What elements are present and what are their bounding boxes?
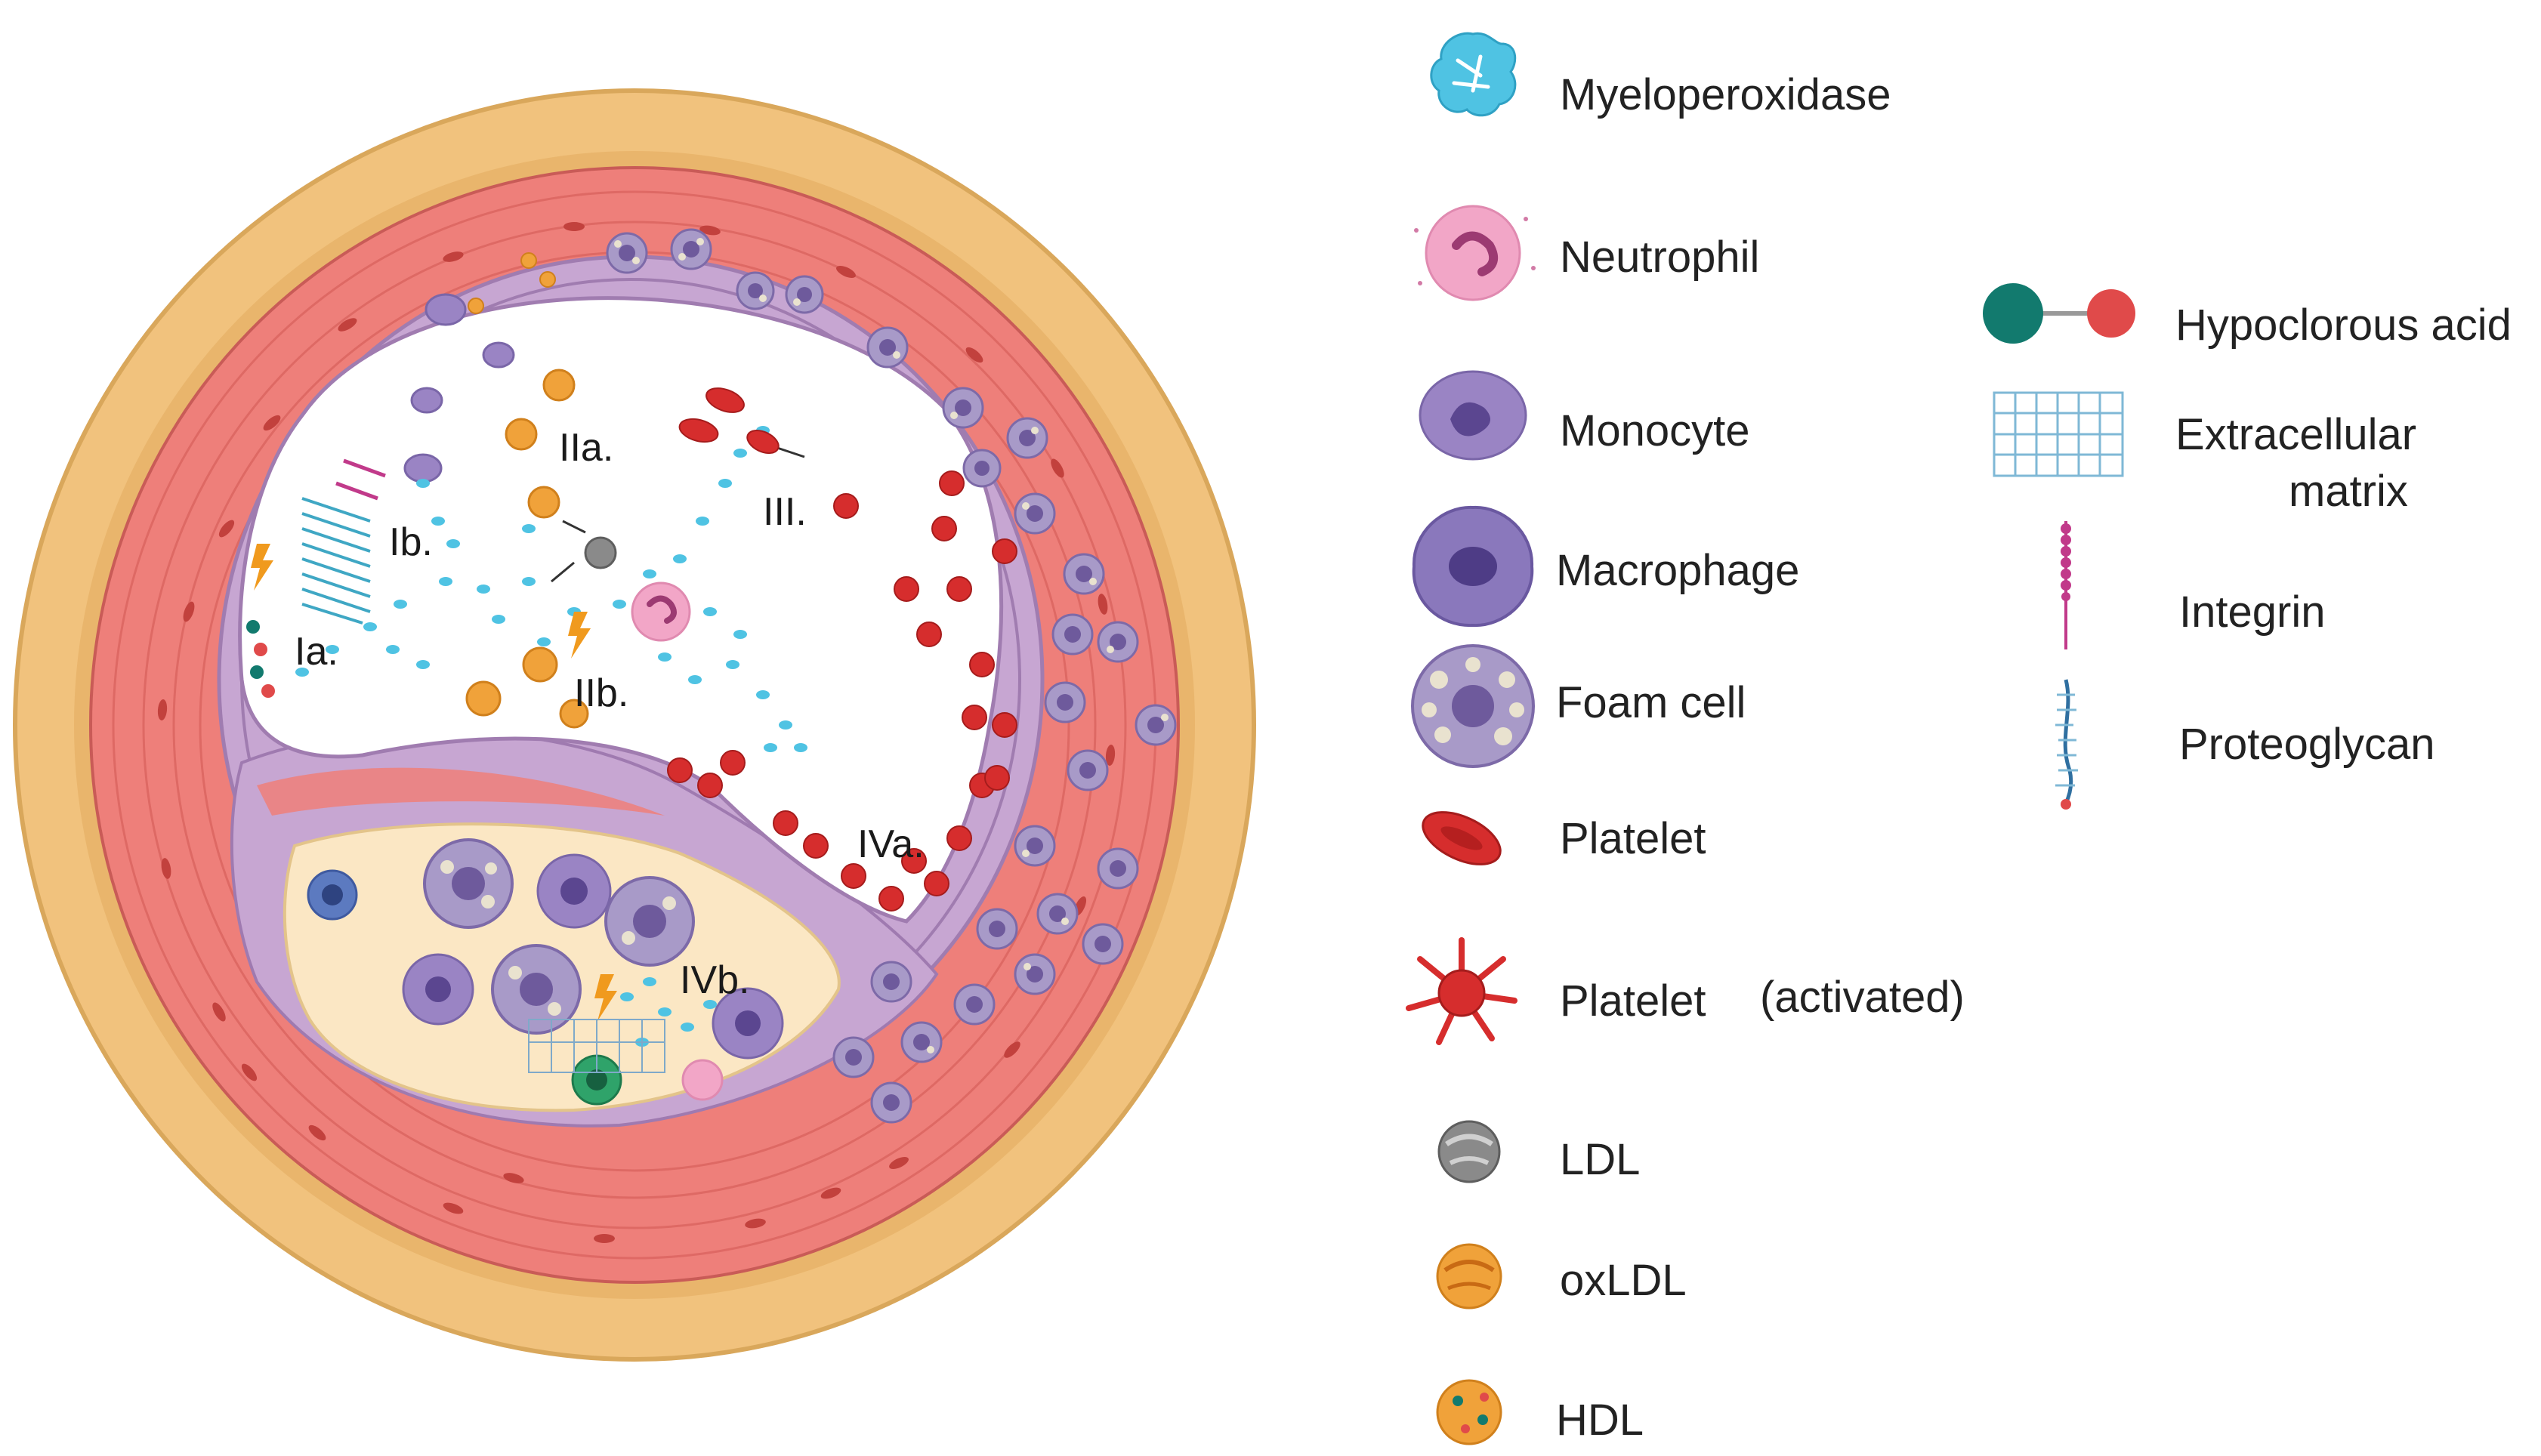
legend-item-extracellular-matrix: Extracellular matrix — [1993, 391, 2416, 516]
legend-label-platelet: Platelet — [1560, 814, 1706, 863]
lumen-platelets — [678, 387, 780, 455]
legend-item-macrophage: Macrophage — [1412, 505, 1799, 628]
stage-label-iva: IVa. — [857, 822, 925, 866]
stage-label-iib: IIb. — [574, 671, 628, 715]
legend-item-oxldl: oxLDL — [1436, 1243, 1687, 1309]
foam-cell-icon — [1411, 644, 1535, 768]
legend-label-hdl: HDL — [1556, 1396, 1644, 1445]
myeloperoxidase-icon — [1430, 32, 1517, 117]
core-other-cells — [307, 869, 724, 1106]
platelet-icon — [1422, 811, 1502, 865]
legend-label-myeloperoxidase: Myeloperoxidase — [1560, 70, 1891, 119]
ldl-icon — [1437, 1120, 1501, 1183]
macrophage-icon — [1412, 505, 1534, 628]
vessel-cross-section: Ia. Ib. IIa. IIb. III. IVa. IVb. — [13, 88, 1256, 1362]
legend-label-macrophage: Macrophage — [1556, 546, 1799, 595]
legend-item-proteoglycan: Proteoglycan — [2055, 679, 2435, 810]
lumen-ldl — [584, 536, 617, 569]
lightning-marks — [251, 544, 617, 1021]
stage-label-iia: IIa. — [559, 426, 613, 470]
core-macrophages — [402, 853, 784, 1060]
legend-item-hypochlorous-acid: Hypoclorous acid — [1983, 283, 2512, 350]
legend-label-platelet-activated: Platelet — [1560, 976, 1706, 1026]
legend-left: Myeloperoxidase Neutrophil Monocyte — [1406, 32, 1965, 1445]
integrin-marks — [335, 458, 386, 501]
activated-platelets — [667, 470, 1017, 912]
legend-label-hypochlorous-acid: Hypoclorous acid — [2175, 301, 2512, 350]
legend-label-proteoglycan: Proteoglycan — [2179, 720, 2435, 769]
legend-item-monocyte: Monocyte — [1419, 370, 1749, 461]
wall-oxldl — [468, 252, 556, 314]
legend-item-hdl: HDL — [1436, 1379, 1644, 1445]
stage-label-ib: Ib. — [389, 520, 433, 564]
legend-label-matrix: matrix — [2289, 467, 2408, 516]
hdl-icon — [1436, 1379, 1502, 1445]
legend-label-integrin: Integrin — [2179, 588, 2325, 637]
core-ecm-grid — [528, 1019, 665, 1073]
smooth-muscle-nuclei — [157, 222, 1116, 1243]
legend-label-ldl: LDL — [1560, 1135, 1640, 1184]
legend-label-extracellular: Extracellular — [2175, 410, 2416, 459]
legend-item-foam-cell: Foam cell — [1411, 644, 1746, 768]
hypochlorous-acid-icon — [1983, 283, 2135, 344]
core-foam-cells — [423, 838, 695, 1035]
legend-item-ldl: LDL — [1437, 1120, 1640, 1184]
integrin-icon — [2061, 521, 2071, 649]
ecm-strands — [301, 497, 371, 625]
stage-label-ia: Ia. — [295, 630, 338, 674]
platelet-activated-icon — [1406, 937, 1517, 1045]
legend-item-myeloperoxidase: Myeloperoxidase — [1430, 32, 1891, 119]
legend-item-integrin: Integrin — [2061, 521, 2325, 649]
legend-label-foam-cell: Foam cell — [1556, 678, 1746, 727]
lumen — [238, 296, 1004, 924]
lumen-oxldl — [465, 369, 589, 729]
legend-note-activated: (activated) — [1760, 973, 1965, 1022]
extracellular-matrix-icon — [1993, 391, 2124, 477]
intima-foam-cells — [606, 228, 1177, 1124]
legend-item-platelet: Platelet — [1422, 811, 1706, 865]
monocyte-icon — [1419, 370, 1527, 461]
plaque-smooth-muscle-band — [257, 767, 665, 816]
legend-item-neutrophil: Neutrophil — [1414, 205, 1759, 301]
legend-right: Hypoclorous acid Extracellular matrix — [1983, 283, 2512, 810]
stage-label-iii: III. — [763, 490, 807, 534]
stage-label-ivb: IVb. — [680, 958, 750, 1002]
legend-label-oxldl: oxLDL — [1560, 1256, 1687, 1305]
neutrophil-icon — [1414, 205, 1536, 301]
hocl-marks — [246, 620, 275, 698]
legend-label-neutrophil: Neutrophil — [1560, 233, 1759, 282]
proteoglycan-icon — [2055, 679, 2078, 810]
legend-label-monocyte: Monocyte — [1560, 406, 1749, 455]
oxldl-icon — [1436, 1243, 1502, 1309]
wall-monocytes — [403, 293, 515, 483]
legend-item-platelet-activated: Platelet (activated) — [1406, 937, 1965, 1045]
lumen-neutrophil — [631, 581, 691, 642]
